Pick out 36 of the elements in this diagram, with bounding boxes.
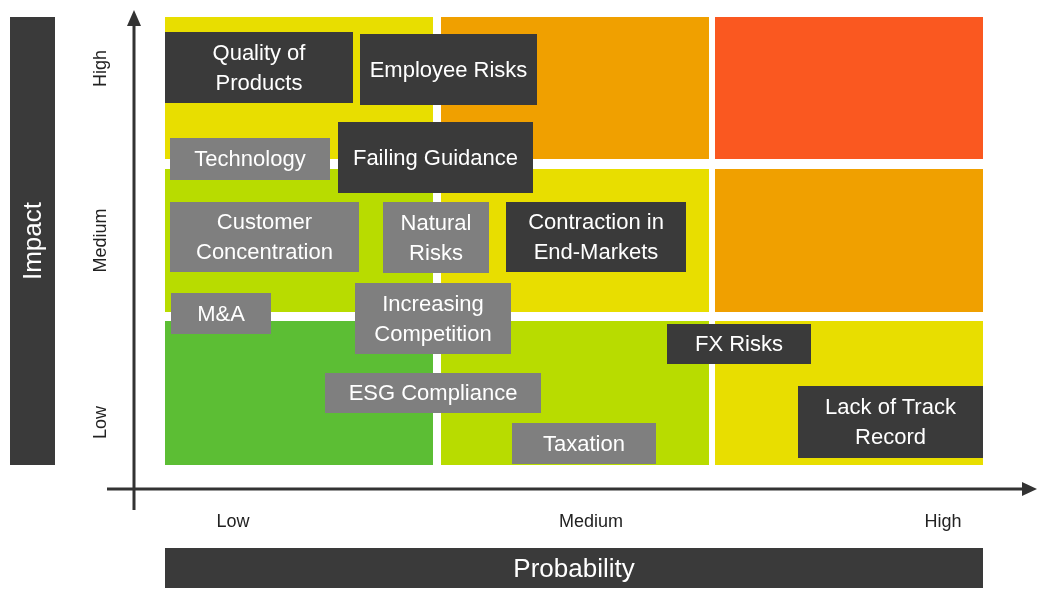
risk-label: Natural Risks <box>399 208 473 267</box>
risk-box <box>325 373 541 413</box>
risk-box <box>355 283 511 354</box>
risk-box <box>165 32 353 103</box>
axis-title-band <box>10 17 55 465</box>
axis-title: Probability <box>513 553 635 583</box>
risk-box <box>798 386 983 458</box>
risk-label: Lack of Track Record <box>824 393 957 451</box>
risk-box <box>171 293 271 334</box>
risk-label: Contraction in End-Markets <box>527 208 665 266</box>
risk-label: M&A <box>197 299 245 328</box>
y-tick-label: Medium <box>89 208 111 272</box>
risk-label: Taxation <box>543 429 625 458</box>
risk-label: Customer Concentration <box>195 208 334 266</box>
risk-label: Employee Risks <box>369 55 528 84</box>
risk-label: ESG Compliance <box>348 379 518 407</box>
risk-label: Technology <box>194 145 306 173</box>
risk-box <box>360 34 537 105</box>
risk-box <box>506 202 686 272</box>
risk-box <box>512 423 656 464</box>
x-tick-label: Medium <box>559 510 624 532</box>
risk-box <box>170 138 330 180</box>
axis-title-band <box>165 548 983 588</box>
risk-label: FX Risks <box>695 330 783 358</box>
risk-box <box>383 202 489 273</box>
risk-box <box>170 202 359 272</box>
risk-label: Quality of Products <box>211 38 307 97</box>
risk-label: Failing Guidance <box>352 143 519 172</box>
x-tick-label: Low <box>216 510 250 532</box>
axis-title: Impact <box>17 202 48 280</box>
y-tick-label: High <box>89 49 111 87</box>
risk-box <box>667 324 811 364</box>
risk-label: Increasing Competition <box>373 289 493 348</box>
risk-box <box>338 122 533 193</box>
x-tick-label: High <box>924 510 962 532</box>
y-tick-label: Low <box>89 405 111 439</box>
